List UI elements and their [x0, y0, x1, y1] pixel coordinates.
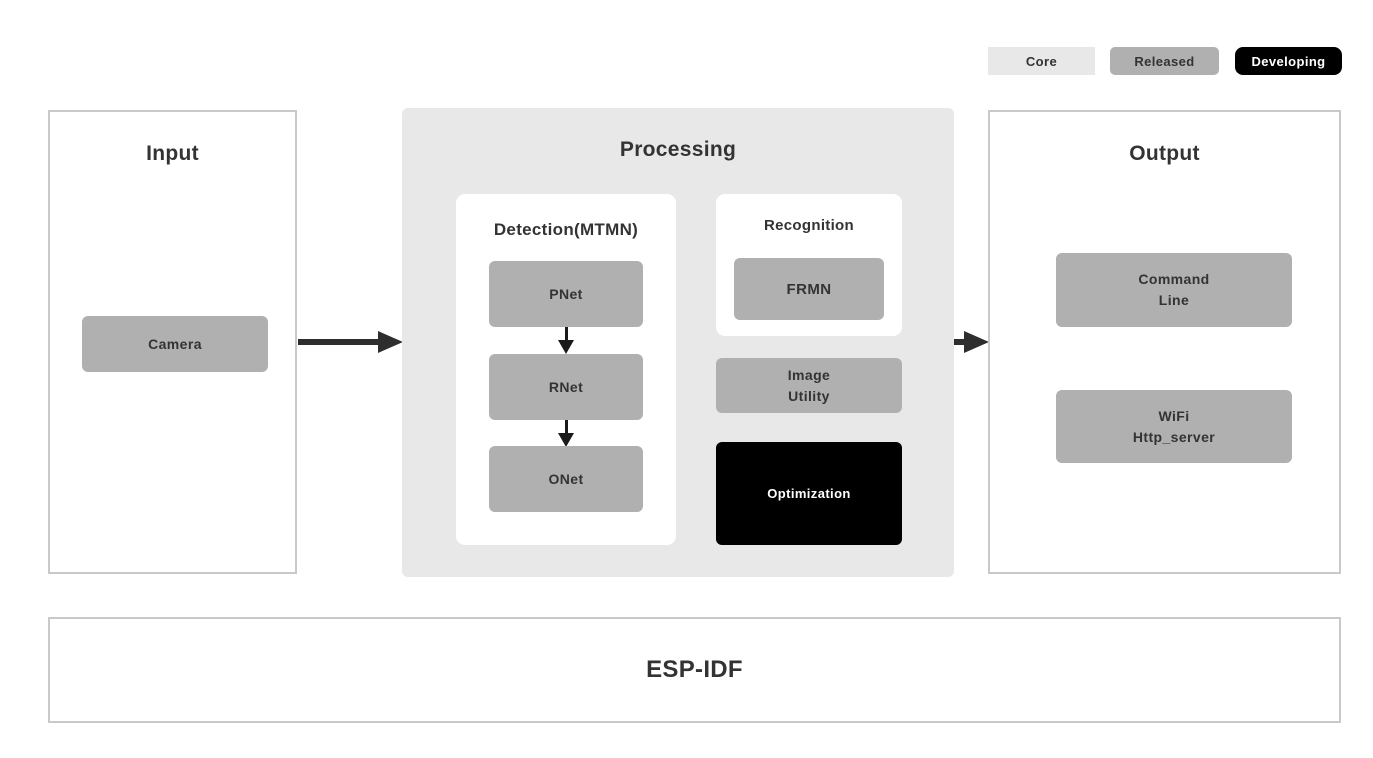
arrow-shaft [564, 420, 568, 433]
image-utility-line1: Image [787, 366, 831, 383]
processing-section: Processing Detection(MTMN) PNet RNet ONe… [402, 108, 954, 577]
recognition-card: Recognition FRMN [716, 194, 902, 336]
wifi-http-server-block: WiFi Http_server [1056, 390, 1292, 463]
pnet-block: PNet [489, 261, 643, 327]
image-utility-line2: Utility [788, 387, 830, 404]
arrow-shaft [954, 339, 964, 345]
input-section: Input Camera [48, 110, 297, 574]
arrow-shaft [564, 327, 568, 340]
rnet-block: RNet [489, 354, 643, 420]
onet-block: ONet [489, 446, 643, 512]
legend-developing: Developing [1235, 47, 1342, 75]
command-line-line2: Line [1158, 292, 1190, 308]
esp-idf-section: ESP-IDF [48, 617, 1341, 723]
arrow-head-icon [558, 433, 574, 447]
legend-core: Core [988, 47, 1095, 75]
arrow-head-icon [378, 331, 403, 353]
detection-title: Detection(MTMN) [493, 220, 639, 239]
legend-released: Released [1110, 47, 1219, 75]
arrow-pnet-to-rnet [456, 327, 676, 354]
input-title: Input [146, 142, 199, 165]
detection-card: Detection(MTMN) PNet RNet ONet [456, 194, 676, 545]
arrow-rnet-to-onet [456, 420, 676, 447]
arrow-head-icon [558, 340, 574, 354]
command-line-block: Command Line [1056, 253, 1292, 327]
esp-idf-title: ESP-IDF [646, 656, 743, 683]
wifi-line1: WiFi [1158, 407, 1190, 424]
output-title: Output [1129, 142, 1200, 165]
arrow-input-to-processing [298, 331, 403, 353]
recognition-title: Recognition [764, 217, 854, 234]
frmn-block: FRMN [734, 258, 884, 320]
processing-title: Processing [619, 138, 737, 161]
camera-block: Camera [82, 316, 268, 372]
arrow-shaft [298, 339, 378, 345]
output-section: Output Command Line WiFi Http_server [988, 110, 1341, 574]
optimization-block: Optimization [716, 442, 902, 545]
command-line-line1: Command [1138, 271, 1210, 287]
wifi-line2: Http_server [1132, 428, 1216, 445]
arrow-processing-to-output [954, 331, 989, 353]
arrow-head-icon [964, 331, 989, 353]
image-utility-block: Image Utility [716, 358, 902, 413]
